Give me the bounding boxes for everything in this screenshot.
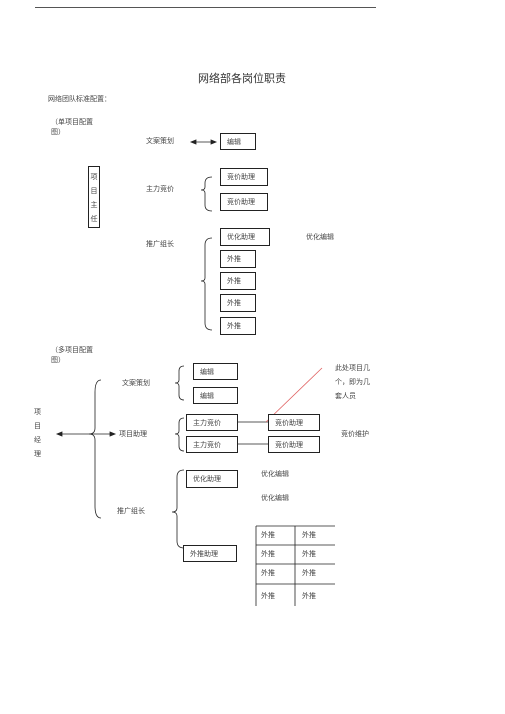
multi-manager-char: 项: [34, 408, 41, 416]
multi-bid-assistant-box: 竞价助理: [268, 436, 320, 453]
outreach-table-cell: 外推: [261, 592, 275, 600]
outreach-table-cell: 外推: [302, 592, 316, 600]
manager-char: 主: [90, 201, 98, 209]
manager-char: 目: [90, 187, 98, 195]
outreach-table-cell: 外推: [261, 531, 275, 539]
multi-outreach-assistant-box: 外推助理: [183, 545, 237, 562]
single-seo-editor-label: 优化编辑: [306, 233, 334, 241]
multi-bid-maintenance-label: 竞价维护: [341, 430, 369, 438]
multi-promo-lead-label: 推广组长: [117, 507, 145, 515]
manager-char: 项: [90, 173, 98, 181]
multi-main-bidding-box: 主力竞价: [186, 436, 238, 453]
outreach-table-cell: 外推: [302, 550, 316, 558]
multi-heading-line2: 图）: [51, 356, 65, 364]
single-bid-assistant-box: 竞价助理: [220, 168, 268, 186]
multi-bid-assistant-box: 竞价助理: [268, 414, 320, 431]
single-outreach-box: 外推: [220, 250, 256, 268]
multi-main-bidding-box: 主力竞价: [186, 414, 238, 431]
single-editor-box: 编辑: [220, 133, 256, 150]
outreach-table-cell: 外推: [302, 531, 316, 539]
single-outreach-box: 外推: [220, 272, 256, 290]
single-seo-assistant-box: 优化助理: [220, 228, 270, 246]
single-heading-line1: （单项目配置: [51, 118, 93, 126]
manager-char: 任: [90, 215, 98, 223]
single-heading-line2: 图）: [51, 128, 65, 136]
single-promo-lead-label: 推广组长: [146, 240, 174, 248]
multi-heading-line1: （多项目配置: [51, 346, 93, 354]
multi-project-assistant-label: 项目助理: [119, 430, 147, 438]
multi-note-line: 此处项目几: [335, 364, 370, 372]
intro-text: 网络团队标准配置：: [48, 95, 111, 103]
outreach-table-cell: 外推: [261, 550, 275, 558]
multi-editor-box: 编辑: [193, 363, 238, 380]
multi-editor-box: 编辑: [193, 387, 238, 404]
single-copy-planner-label: 文案策划: [146, 137, 174, 145]
multi-note-line: 个，即为几: [335, 378, 370, 386]
single-bid-assistant-box: 竞价助理: [220, 193, 268, 211]
single-manager-box: 项 目 主 任: [88, 166, 100, 228]
multi-copy-planner-label: 文案策划: [122, 379, 150, 387]
top-rule: [35, 7, 376, 8]
page-title: 网络部各岗位职责: [198, 72, 286, 85]
multi-manager-char: 理: [34, 450, 41, 458]
multi-manager-char: 经: [34, 436, 41, 444]
single-main-bidding-label: 主力竞价: [146, 185, 174, 193]
multi-manager-char: 目: [34, 422, 41, 430]
outreach-table-cell: 外推: [261, 569, 275, 577]
outreach-table-cell: 外推: [302, 569, 316, 577]
multi-note-line: 套人员: [335, 392, 356, 400]
single-outreach-box: 外推: [220, 294, 256, 312]
single-outreach-box: 外推: [220, 317, 256, 335]
multi-seo-editor-label: 优化编辑: [261, 470, 289, 478]
multi-seo-editor-label: 优化编辑: [261, 494, 289, 502]
multi-seo-assistant-box: 优化助理: [186, 470, 238, 488]
